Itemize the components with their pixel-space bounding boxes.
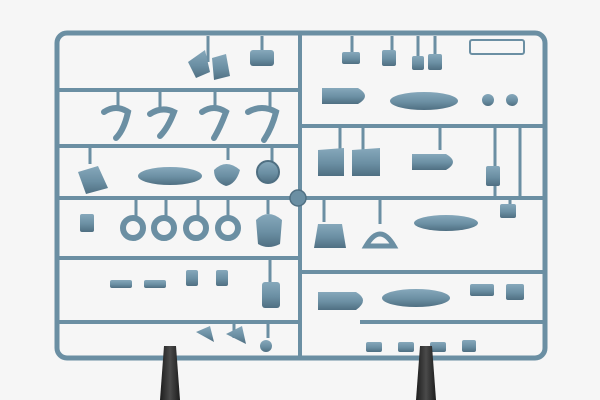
left-runners	[59, 88, 300, 324]
curved-bracket-parts	[101, 105, 280, 143]
row1-right-parts	[342, 39, 525, 70]
stand-clip-right	[416, 346, 436, 400]
tank-nose-part-2	[412, 154, 453, 170]
row4-left-extra	[80, 214, 282, 247]
tank-parts-right	[318, 88, 518, 310]
drop-tank-part-3	[382, 289, 450, 307]
row3-left-parts	[78, 160, 280, 194]
right-runners	[300, 124, 543, 324]
display-stand	[160, 346, 436, 400]
row5-left-parts	[110, 270, 280, 308]
row6-left-parts	[196, 326, 272, 352]
row5-right-parts	[366, 284, 524, 352]
row1-left-parts	[188, 50, 274, 80]
drop-tank-part-1	[390, 92, 458, 110]
sprue-frame	[54, 30, 548, 361]
drop-tank-half	[138, 167, 202, 185]
tank-nose-part-1	[322, 88, 365, 104]
row2-right-parts	[318, 148, 500, 186]
drop-tank-part-2	[414, 215, 478, 231]
sprue-gate-hub	[289, 189, 307, 207]
tank-nose-part-3	[318, 292, 363, 310]
wheel-ring-parts	[120, 215, 241, 241]
row3-right-parts	[314, 204, 516, 249]
stand-clip-left	[160, 346, 180, 400]
